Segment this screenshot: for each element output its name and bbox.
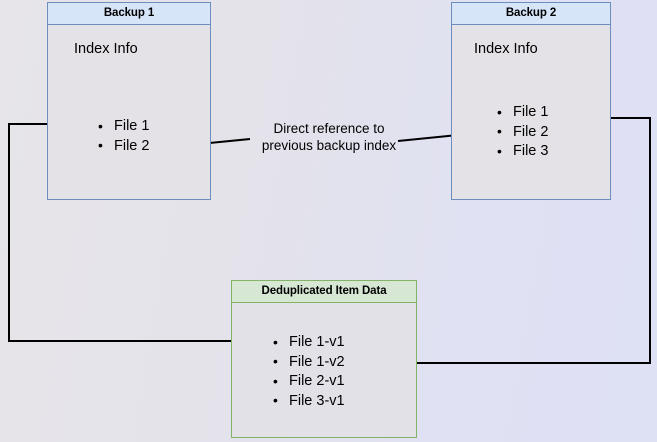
caption-line-1: Direct reference to: [273, 121, 385, 136]
backup-2-header: Backup 2: [452, 3, 610, 25]
backup-2-subtitle: Index Info: [474, 41, 538, 57]
list-item: File 2-v1: [272, 372, 345, 392]
list-item: File 3-v1: [272, 391, 345, 412]
list-item: File 1-v1: [272, 333, 345, 353]
backup-2-box: Backup 2 Index Info File 1 File 2 File 3: [451, 2, 611, 200]
caption-line-2: previous backup index: [261, 137, 397, 153]
backup-2-file-list: File 1 File 2 File 3: [496, 103, 548, 162]
list-item: File 1-v2: [272, 352, 345, 373]
backup-1-header: Backup 1: [48, 3, 210, 25]
list-item: File 3: [496, 142, 548, 162]
deduplicated-item-data-box: Deduplicated Item Data File 1-v1 File 1-…: [231, 280, 417, 438]
list-item: File 1: [496, 103, 548, 123]
backup-1-box: Backup 1 Index Info File 1 File 2: [47, 2, 211, 200]
backup-1-subtitle: Index Info: [74, 41, 138, 57]
deduplicated-item-data-header: Deduplicated Item Data: [232, 281, 416, 303]
dedup-file-list: File 1-v1 File 1-v2 File 2-v1 File 3-v1: [272, 333, 345, 411]
list-item: File 2: [496, 122, 548, 143]
backup-1-file-list: File 1 File 2: [97, 117, 149, 156]
list-item: File 2: [97, 136, 149, 157]
direct-reference-caption: Direct reference to previous backup inde…: [243, 121, 415, 154]
list-item: File 1: [97, 117, 149, 137]
